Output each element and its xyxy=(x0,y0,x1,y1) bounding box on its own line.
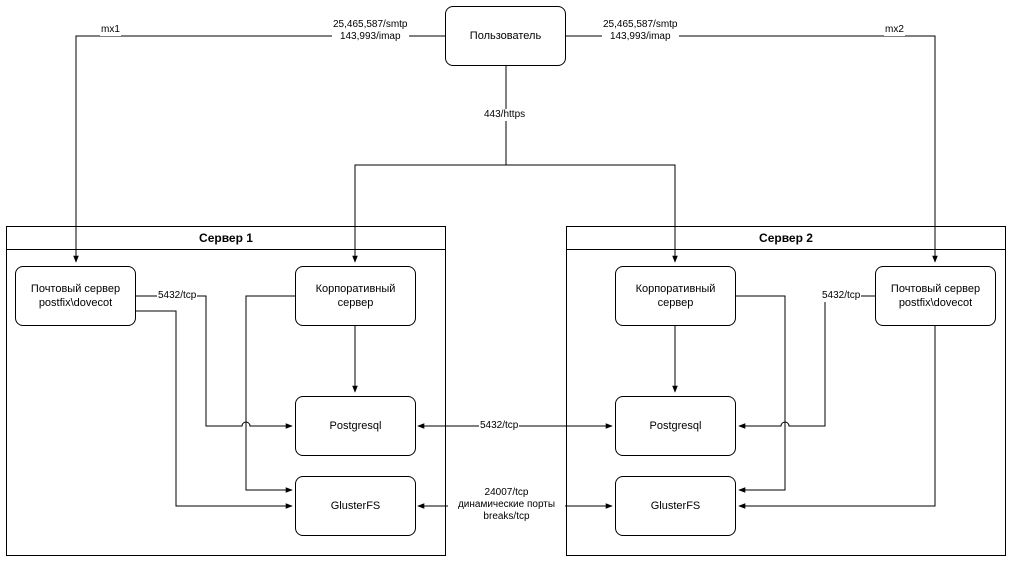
label-mail1-tcp: 5432/tcp xyxy=(157,290,198,302)
edge-https-corp1 xyxy=(352,164,506,263)
label-gfs-link: 24007/tcp динамические порты breaks/tcp xyxy=(448,487,565,523)
corporate-server-2-node[interactable]: Корпоративный сервер xyxy=(615,266,736,326)
user-node[interactable]: Пользователь xyxy=(445,6,566,66)
edge-user-mail2 xyxy=(566,35,938,263)
label-https: 443/https xyxy=(483,109,527,121)
glusterfs-1-node[interactable]: GlusterFS xyxy=(295,476,416,536)
postgresql-1-node[interactable]: Postgresql xyxy=(295,396,416,456)
label-smtp-imap-left: 25,465,587/smtp 143,993/imap xyxy=(332,19,409,43)
mail-server-2-node[interactable]: Почтовый сервер postfix\dovecot xyxy=(875,266,996,326)
server-2-title: Сервер 2 xyxy=(567,227,1005,250)
label-smtp-imap-right: 25,465,587/smtp 143,993/imap xyxy=(602,19,679,43)
label-mx2: mx2 xyxy=(884,24,905,36)
edge-user-mail1 xyxy=(73,35,445,263)
label-pg-link: 5432/tcp xyxy=(479,420,520,432)
server-1-title: Сервер 1 xyxy=(7,227,445,250)
edge-mail2-gfs2 xyxy=(738,326,936,509)
postgresql-2-node[interactable]: Postgresql xyxy=(615,396,736,456)
label-mx1: mx1 xyxy=(100,24,121,36)
glusterfs-2-node[interactable]: GlusterFS xyxy=(615,476,736,536)
corporate-server-1-node[interactable]: Корпоративный сервер xyxy=(295,266,416,326)
label-mail2-tcp: 5432/tcp xyxy=(821,290,862,302)
edge-mail1-gfs1 xyxy=(136,310,293,509)
edge-mail1-pg1 xyxy=(136,295,293,429)
edge-corp1-gfs1 xyxy=(245,295,295,493)
edge-corp2-gfs2 xyxy=(736,295,786,493)
edge-https-corp2 xyxy=(506,164,678,263)
edge-mail2-pg2 xyxy=(738,295,875,429)
mail-server-1-node[interactable]: Почтовый сервер postfix\dovecot xyxy=(15,266,136,326)
